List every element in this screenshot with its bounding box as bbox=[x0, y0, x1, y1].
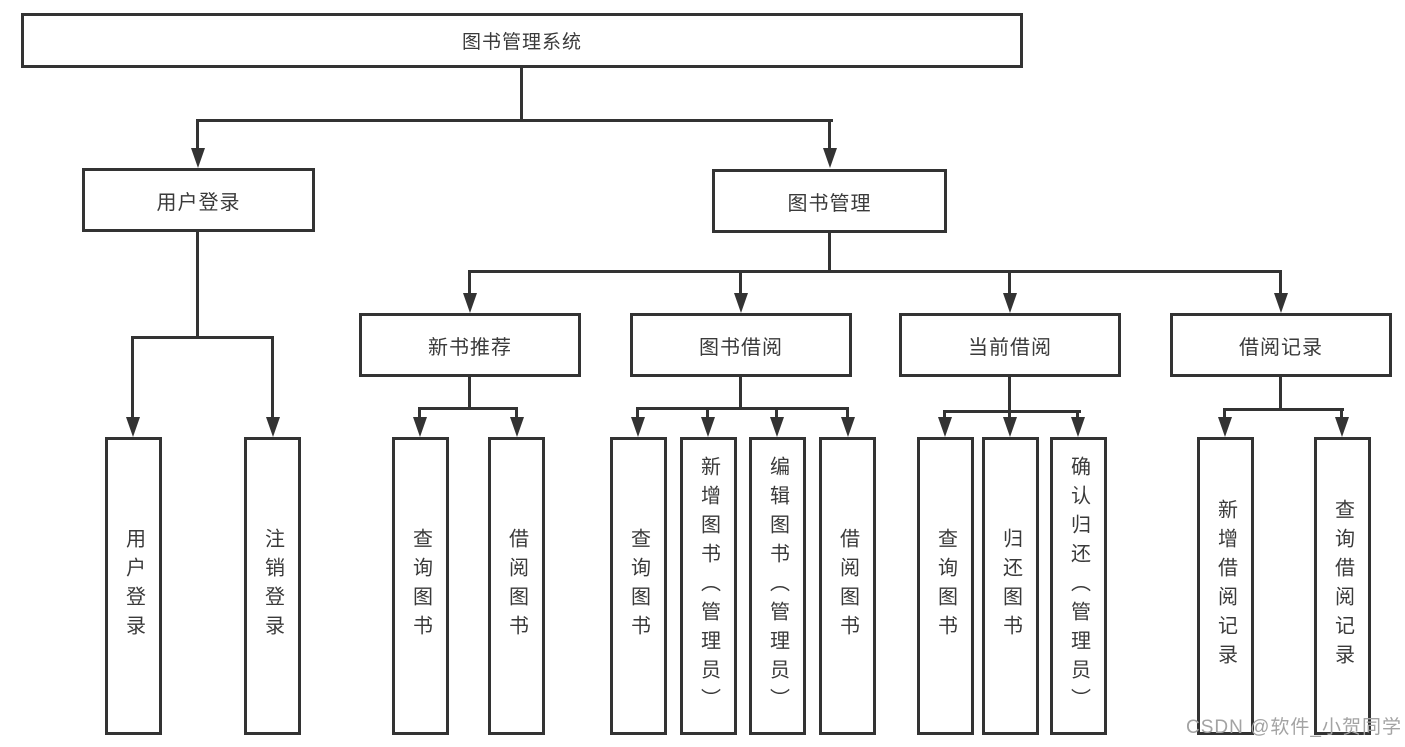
node-current-borrow: 当前借阅 bbox=[899, 313, 1121, 377]
connector-line bbox=[196, 232, 199, 336]
connector-line bbox=[520, 68, 523, 119]
leaf-borrow-books: 借阅图书 bbox=[819, 437, 876, 735]
arrowhead-down-icon bbox=[463, 293, 477, 313]
connector-line bbox=[1279, 270, 1282, 295]
connector-line bbox=[196, 119, 199, 150]
connector-line bbox=[706, 407, 709, 419]
connector-line bbox=[739, 377, 742, 407]
connector-line bbox=[131, 336, 274, 339]
connector-line bbox=[1223, 408, 1226, 419]
connector-line bbox=[196, 119, 833, 122]
leaf-user-login: 用户登录 bbox=[105, 437, 162, 735]
leaf-confirm-return-admin: 确认归还（管理员） bbox=[1050, 437, 1107, 735]
connector-line bbox=[1076, 410, 1079, 419]
connector-line bbox=[828, 119, 831, 150]
node-new-book-recommend: 新书推荐 bbox=[359, 313, 581, 377]
arrowhead-down-icon bbox=[191, 148, 205, 168]
arrowhead-down-icon bbox=[938, 417, 952, 437]
node-book-borrow: 图书借阅 bbox=[630, 313, 852, 377]
arrowhead-down-icon bbox=[1003, 417, 1017, 437]
connector-line bbox=[468, 377, 471, 407]
leaf-add-borrow-record: 新增借阅记录 bbox=[1197, 437, 1254, 735]
connector-line bbox=[418, 407, 518, 410]
connector-line bbox=[271, 336, 274, 419]
node-book-management: 图书管理 bbox=[712, 169, 947, 233]
arrowhead-down-icon bbox=[126, 417, 140, 437]
arrowhead-down-icon bbox=[1003, 293, 1017, 313]
leaf-edit-book-admin: 编辑图书（管理员） bbox=[749, 437, 806, 735]
leaf-query-borrow-record: 查询借阅记录 bbox=[1314, 437, 1371, 735]
connector-line bbox=[468, 270, 1282, 273]
connector-line bbox=[846, 407, 849, 419]
connector-line bbox=[636, 407, 849, 410]
arrowhead-down-icon bbox=[1071, 417, 1085, 437]
connector-line bbox=[943, 410, 946, 419]
arrowhead-down-icon bbox=[1274, 293, 1288, 313]
node-user-login: 用户登录 bbox=[82, 168, 315, 232]
connector-line bbox=[775, 407, 778, 419]
leaf-borrow-query-books: 查询图书 bbox=[610, 437, 667, 735]
connector-line bbox=[418, 407, 421, 419]
arrowhead-down-icon bbox=[1218, 417, 1232, 437]
arrowhead-down-icon bbox=[734, 293, 748, 313]
arrowhead-down-icon bbox=[841, 417, 855, 437]
arrowhead-down-icon bbox=[266, 417, 280, 437]
connector-line bbox=[636, 407, 639, 419]
connector-line bbox=[468, 270, 471, 295]
connector-line bbox=[943, 410, 1081, 413]
leaf-recommend-query-books: 查询图书 bbox=[392, 437, 449, 735]
leaf-logout: 注销登录 bbox=[244, 437, 301, 735]
connector-line bbox=[1008, 377, 1011, 410]
leaf-return-book: 归还图书 bbox=[982, 437, 1039, 735]
connector-line bbox=[1340, 408, 1343, 419]
connector-line bbox=[131, 336, 134, 419]
arrowhead-down-icon bbox=[631, 417, 645, 437]
connector-line bbox=[1223, 408, 1344, 411]
leaf-add-book-admin: 新增图书（管理员） bbox=[680, 437, 737, 735]
node-library-system: 图书管理系统 bbox=[21, 13, 1023, 68]
connector-line bbox=[739, 270, 742, 295]
leaf-current-query-books: 查询图书 bbox=[917, 437, 974, 735]
connector-line bbox=[1279, 377, 1282, 408]
connector-line bbox=[1008, 270, 1011, 295]
arrowhead-down-icon bbox=[701, 417, 715, 437]
arrowhead-down-icon bbox=[510, 417, 524, 437]
connector-line bbox=[828, 233, 831, 270]
arrowhead-down-icon bbox=[413, 417, 427, 437]
arrowhead-down-icon bbox=[823, 148, 837, 168]
arrowhead-down-icon bbox=[770, 417, 784, 437]
connector-line bbox=[515, 407, 518, 419]
node-borrow-records: 借阅记录 bbox=[1170, 313, 1392, 377]
watermark: CSDN @软件_小贺同学 bbox=[1186, 717, 1402, 738]
arrowhead-down-icon bbox=[1335, 417, 1349, 437]
leaf-recommend-borrow-books: 借阅图书 bbox=[488, 437, 545, 735]
connector-line bbox=[1008, 410, 1011, 419]
